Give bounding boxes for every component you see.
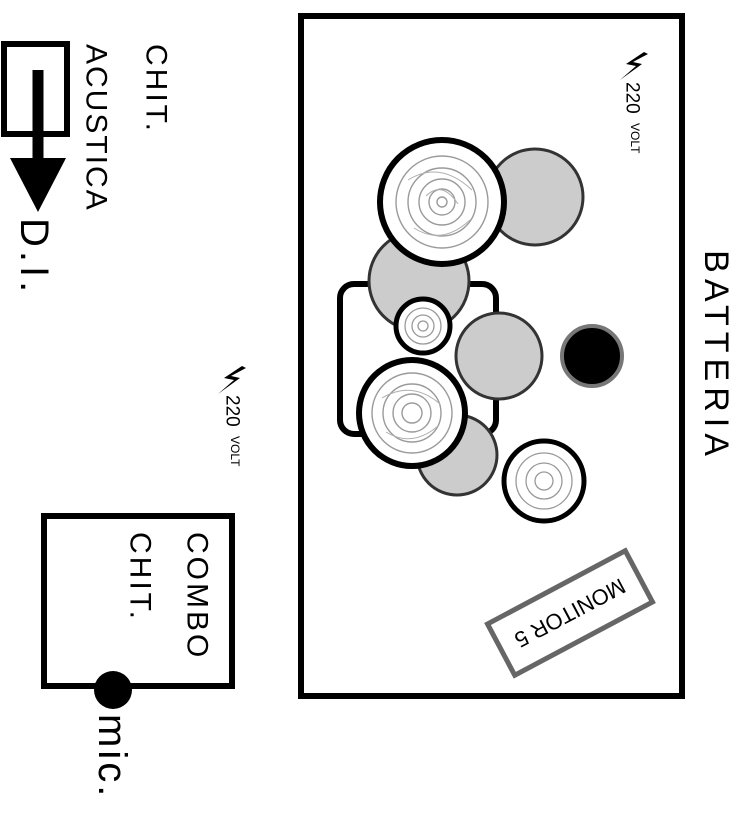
drum-area-label: BATTERIA — [697, 250, 735, 462]
power-outlet-drums: 220 VOLT — [620, 52, 648, 154]
outlet-voltage: 220 — [222, 395, 243, 427]
lightning-icon — [620, 52, 648, 80]
acoustic-label-line2: ACUSTICA — [80, 44, 113, 212]
hihat-pedal — [560, 324, 624, 388]
mic-label: mic. — [90, 714, 134, 799]
outlet-unit: VOLT — [228, 436, 242, 467]
cymbal-splash — [393, 296, 453, 356]
outlet-unit: VOLT — [628, 123, 642, 154]
cymbal-hihat — [501, 438, 587, 524]
combo-label-line1: COMBO — [181, 532, 214, 660]
snare-drum — [454, 311, 544, 401]
lightning-icon — [218, 366, 246, 394]
cymbal-crash — [377, 137, 507, 267]
outlet-voltage: 220 — [622, 82, 643, 114]
cymbal-ride — [356, 357, 468, 469]
power-outlet-combo: 220 VOLT — [218, 366, 246, 467]
combo-label-line2: CHIT. — [124, 532, 157, 622]
microphone — [94, 671, 132, 709]
guitar-combo-box — [41, 513, 235, 689]
arrow-down-icon — [10, 70, 66, 212]
di-label: D.I. — [12, 218, 56, 296]
acoustic-label-line1: CHIT. — [140, 44, 173, 134]
